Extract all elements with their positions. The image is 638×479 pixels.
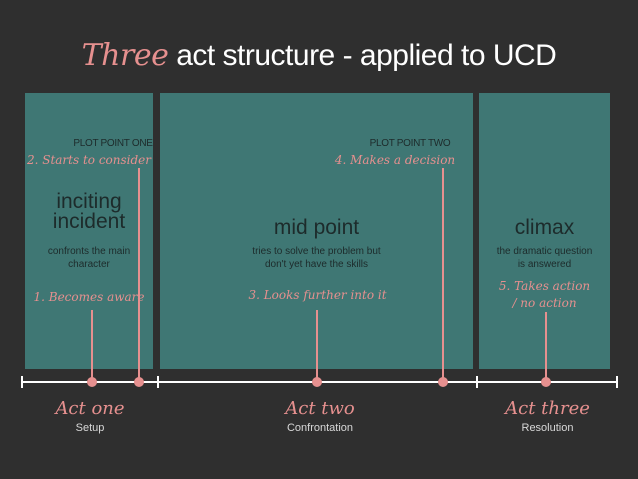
step-2-label: 2. Starts to consider	[26, 153, 152, 167]
step-5-line-2: / no action	[512, 296, 577, 310]
climax-sub-line-2: is answered	[517, 259, 572, 270]
step-2-dot	[134, 377, 144, 387]
title-rest: act structure - applied to UCD	[176, 39, 557, 72]
act-one-label: Act one	[55, 398, 125, 419]
mid-point-heading: mid point	[273, 216, 360, 239]
step-4-dot	[438, 377, 448, 387]
incident-line: incident	[52, 210, 126, 233]
step-3-dot	[312, 377, 322, 387]
step-3-line	[316, 310, 318, 382]
act-three-sub: Resolution	[521, 422, 574, 434]
timeline-tick-end	[616, 376, 618, 388]
step-5-dot	[541, 377, 551, 387]
plot-point-two-label: PLOT POINT TWO	[369, 138, 451, 149]
step-5-label: 5. Takes action / no action	[479, 278, 610, 312]
inciting-incident-description: confronts the main character	[25, 245, 153, 271]
act-one-sub: Setup	[75, 422, 105, 434]
inciting-sub-line-2: character	[68, 259, 110, 270]
act-two-sub: Confrontation	[286, 422, 354, 434]
inciting-sub-line-1: confronts the main	[47, 246, 131, 257]
plot-point-one-label: PLOT POINT ONE	[73, 138, 153, 149]
step-1-dot	[87, 377, 97, 387]
mid-point-description: tries to solve the problem but don't yet…	[160, 245, 473, 271]
timeline-tick-start	[21, 376, 23, 388]
slide-title: Three act structure - applied to UCD	[0, 38, 638, 73]
step-5-line-1: 5. Takes action	[498, 279, 591, 293]
mid-point-sub-line-2: don't yet have the skills	[264, 259, 369, 270]
inciting-line: inciting	[56, 190, 122, 213]
climax-description: the dramatic question is answered	[479, 245, 610, 271]
timeline-tick-act-two	[157, 376, 159, 388]
step-1-line	[91, 310, 93, 382]
step-1-label: 1. Becomes aware	[33, 290, 145, 304]
inciting-incident-heading: inciting incident	[25, 190, 153, 233]
step-4-line	[442, 168, 444, 382]
step-5-line	[545, 312, 547, 382]
step-2-line	[138, 168, 140, 382]
act-one-panel	[25, 93, 153, 369]
act-two-label: Act two	[285, 398, 355, 419]
climax-heading: climax	[514, 216, 575, 239]
climax-sub-line-1: the dramatic question	[496, 246, 593, 257]
step-3-label: 3. Looks further into it	[248, 288, 387, 302]
act-three-label: Act three	[505, 398, 590, 419]
mid-point-sub-line-1: tries to solve the problem but	[252, 246, 381, 257]
title-accent: Three	[81, 38, 169, 73]
timeline-tick-act-three	[476, 376, 478, 388]
act-three-panel	[479, 93, 610, 369]
step-4-label: 4. Makes a decision	[334, 153, 456, 167]
